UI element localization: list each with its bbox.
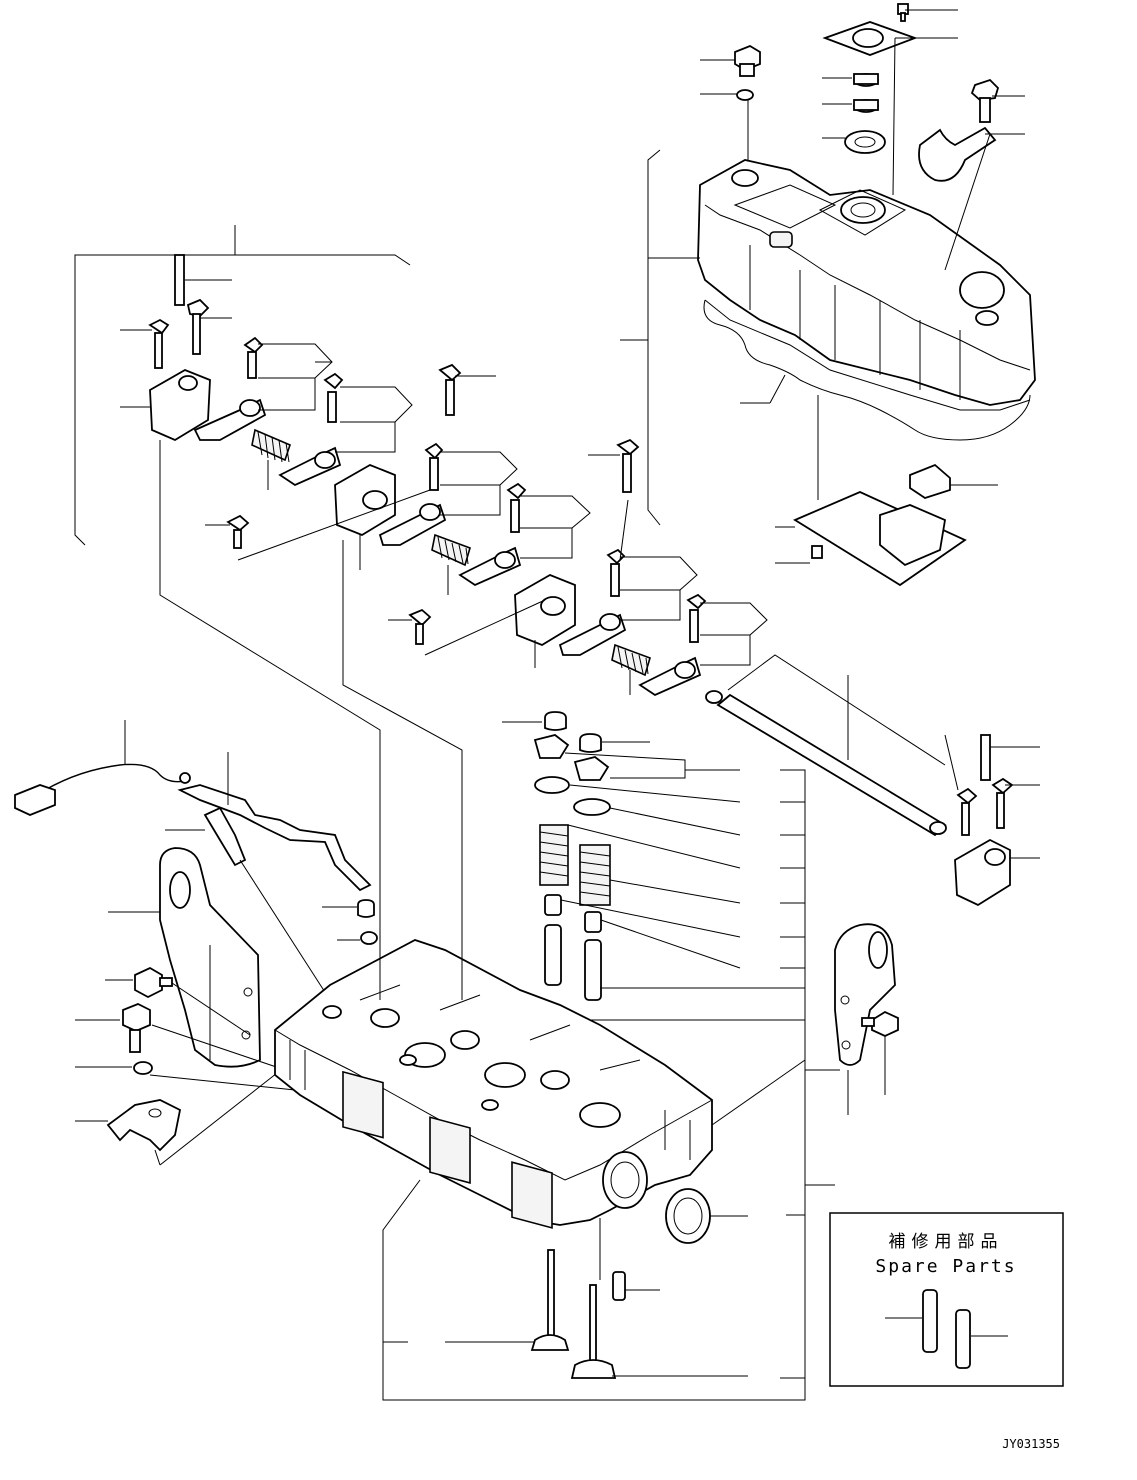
glow-plug-harness xyxy=(14,720,378,1001)
rocker-support-2 xyxy=(226,363,462,549)
cylinder-head xyxy=(274,939,713,1229)
cover-bolt xyxy=(734,44,761,101)
drawing-number: JY031355 xyxy=(1002,1437,1060,1451)
lifting-bracket-right xyxy=(834,923,899,1115)
rocker-support-1 xyxy=(148,254,211,442)
valve-spring-2 xyxy=(579,844,611,906)
rocker-arms-3 xyxy=(558,548,707,697)
rocker-support-4 xyxy=(954,734,1014,907)
rocker-arms-2 xyxy=(378,438,640,587)
valve-train-leaders xyxy=(502,721,835,1379)
intake-valve xyxy=(445,1249,570,1351)
hose-clamp-bracket xyxy=(918,78,1000,182)
spare-parts-box: 補修用部品 Spare Parts xyxy=(829,1212,1064,1387)
valve-cover-gasket xyxy=(703,299,1031,441)
valve-guide-pin xyxy=(612,1271,660,1301)
rocker-leaders xyxy=(120,279,1040,859)
cover-leaders xyxy=(620,9,1025,526)
left-side-fasteners xyxy=(75,966,301,1166)
rocker-assembly-bracket-lines xyxy=(74,225,411,546)
valve-spring-1 xyxy=(539,824,569,886)
lifting-bracket-left xyxy=(108,847,261,1068)
spare-parts-title-jp: 補修用部品 xyxy=(889,1232,1004,1252)
oil-filler-cap-parts xyxy=(822,3,918,154)
valve-train-parts xyxy=(533,711,611,1001)
spare-parts-title-en: Spare Parts xyxy=(875,1256,1016,1277)
rocker-support-3 xyxy=(408,574,576,647)
rocker-shaft xyxy=(705,690,947,837)
rocker-arms-1 xyxy=(193,336,344,487)
valve-cover xyxy=(697,159,1036,411)
camshaft-seal xyxy=(665,1188,748,1244)
breather-plate xyxy=(775,395,998,587)
exhaust-valve xyxy=(570,1284,748,1379)
head-leaders xyxy=(159,440,840,1401)
